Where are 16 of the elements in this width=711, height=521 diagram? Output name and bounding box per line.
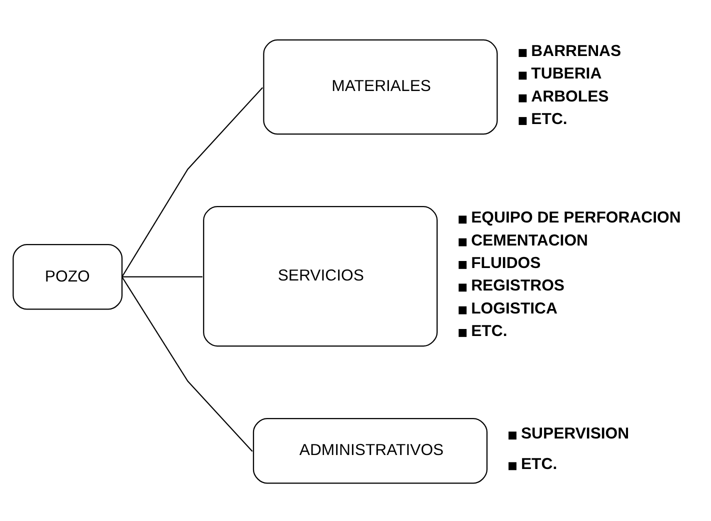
node-label: REGISTROS <box>471 277 565 294</box>
node-label: ETC. <box>531 110 568 128</box>
connector <box>122 276 253 452</box>
node-label: BARRENAS <box>531 42 622 60</box>
node-label: ETC. <box>520 456 558 473</box>
node-label: CEMENTACION <box>471 232 588 249</box>
connector <box>122 86 263 277</box>
node-label: EQUIPO DE PERFORACION <box>471 209 681 226</box>
node-label: ETC. <box>471 322 508 340</box>
node-label: FLUIDOS <box>471 254 541 272</box>
node-label: LOGISTICA <box>471 300 558 317</box>
node-box: POZO <box>12 244 123 310</box>
node-label: ARBOLES <box>531 88 609 105</box>
node-label: TUBERIA <box>531 65 602 82</box>
node-label: SUPERVISION <box>520 425 630 442</box>
connector <box>122 276 202 277</box>
